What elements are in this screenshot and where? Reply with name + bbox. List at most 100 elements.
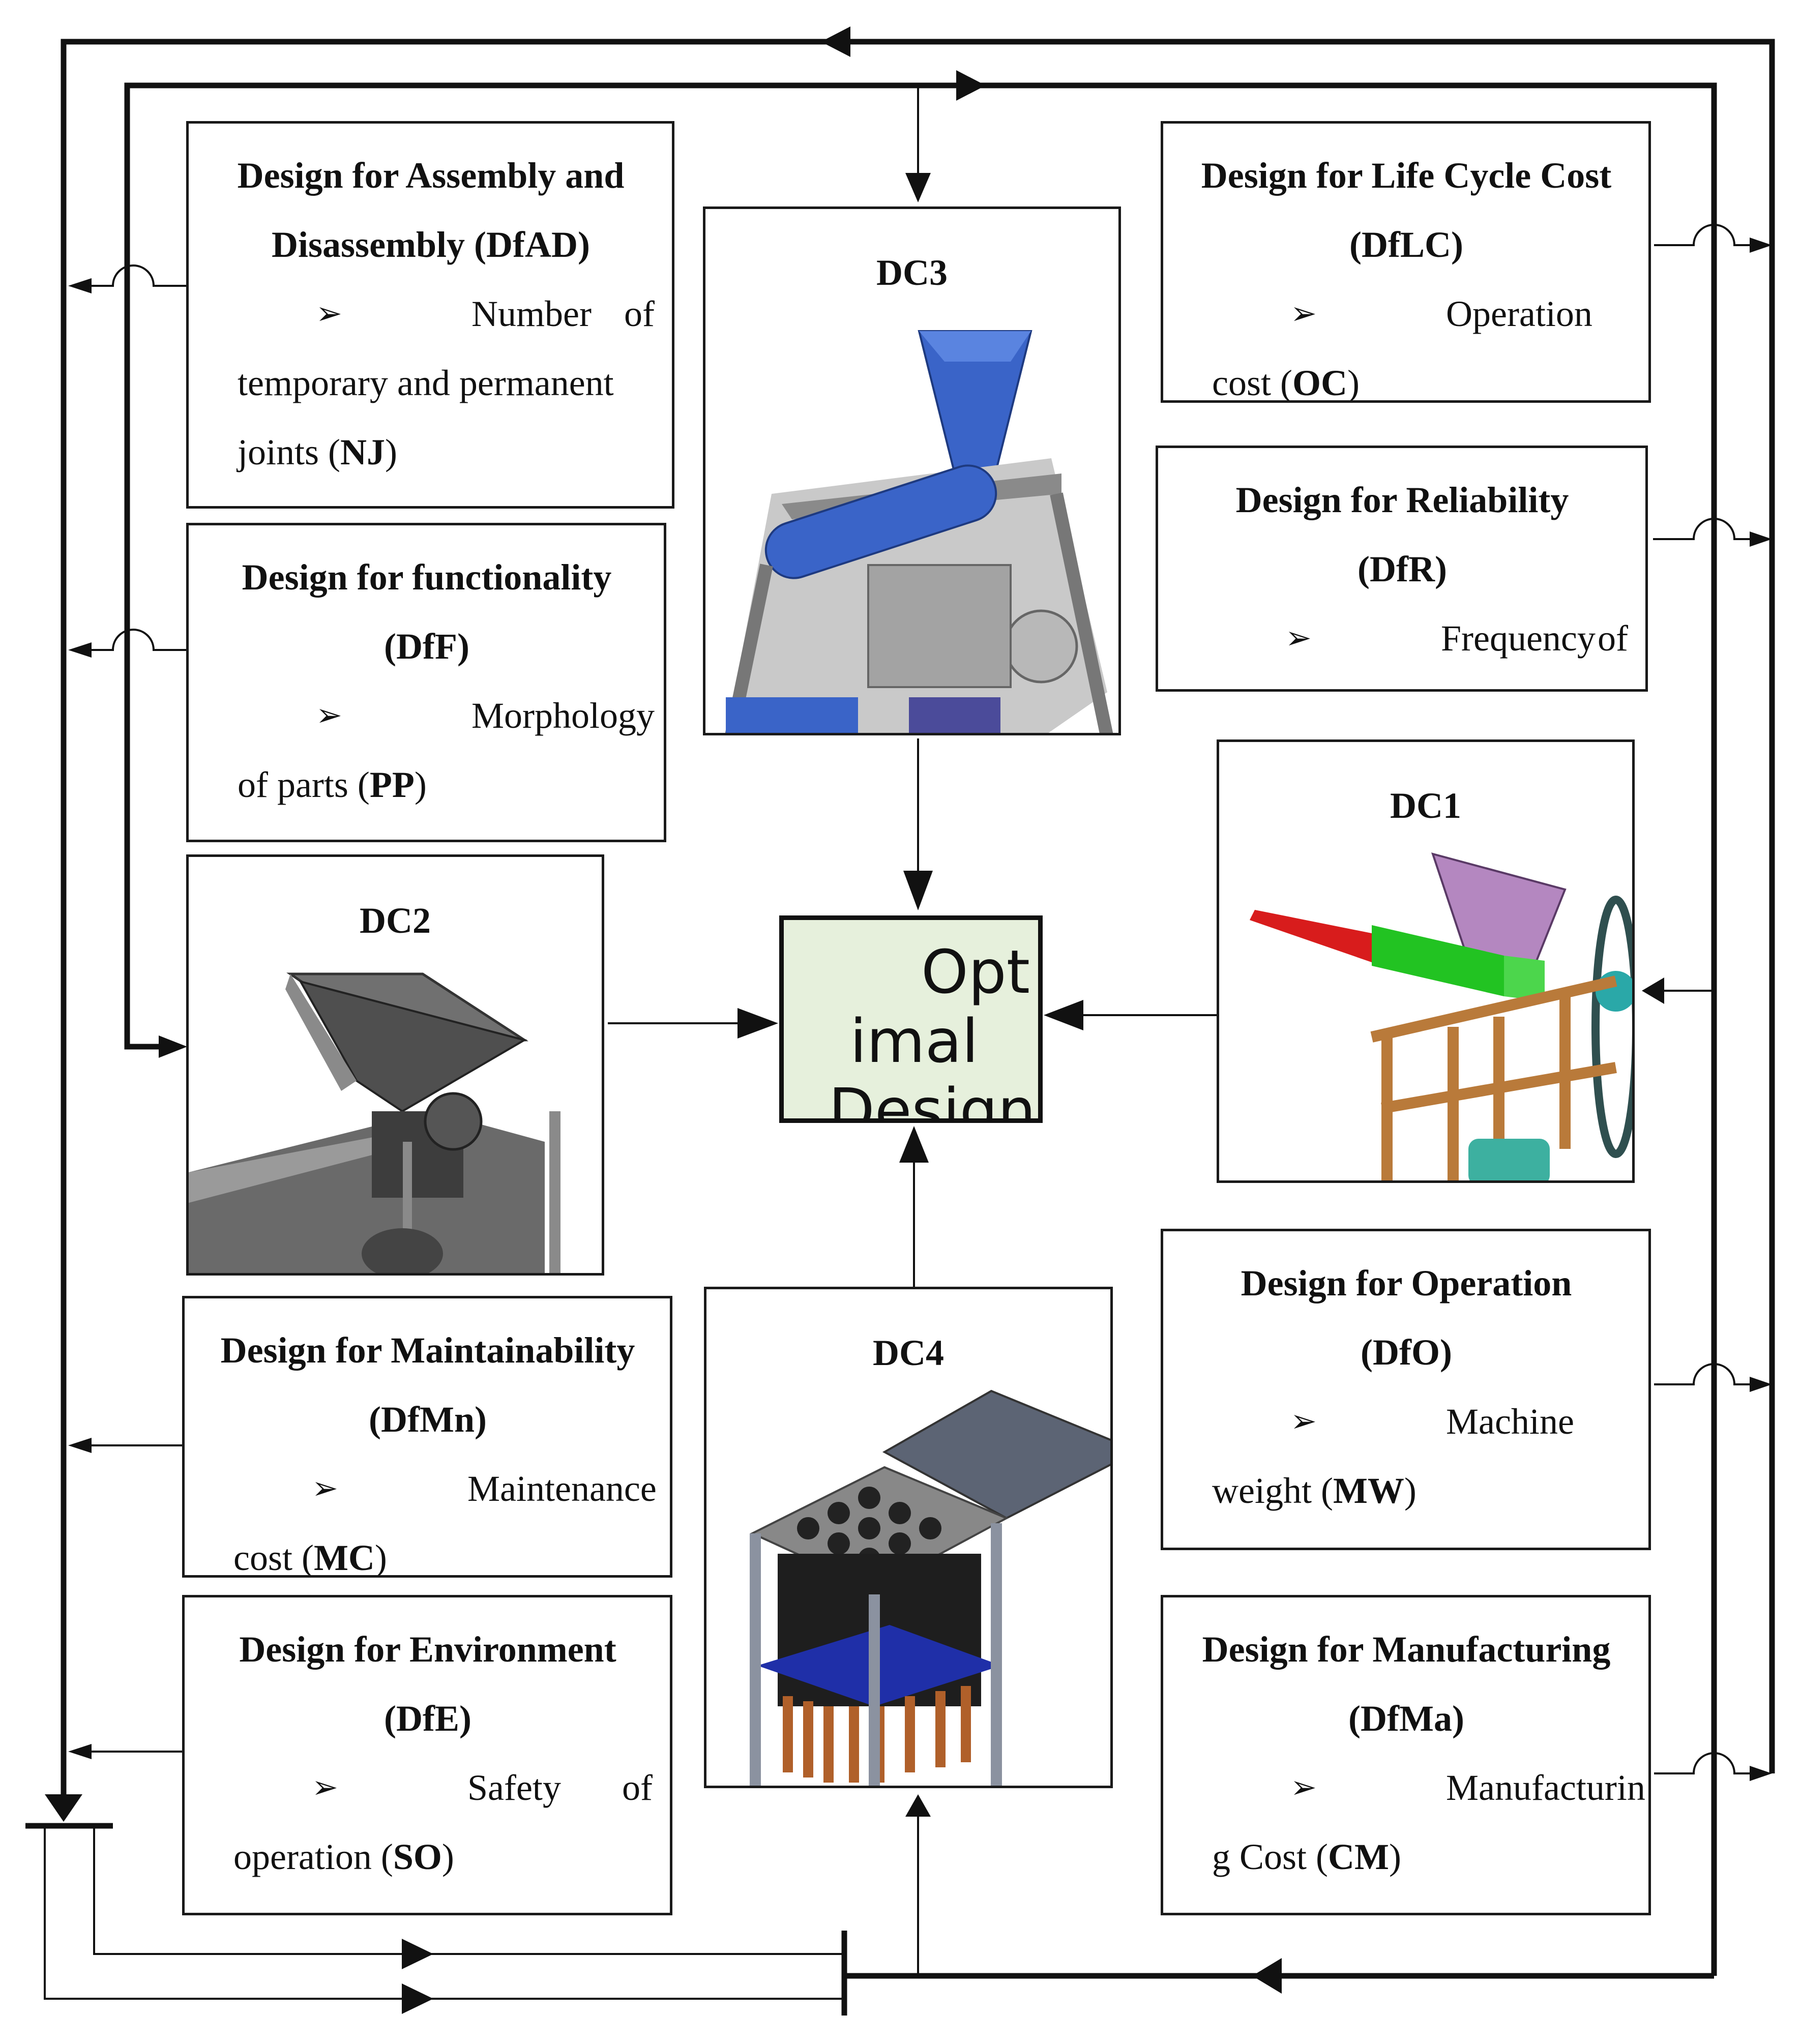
arrowhead-dfmn [68, 1438, 92, 1453]
optimal-text-line-2: imal [850, 1006, 979, 1076]
arrowhead-dfo [1750, 1377, 1772, 1392]
arrowhead-dfad [68, 278, 92, 293]
criterion-dfmn: Design for Maintainability (DfMn) ➢ Main… [182, 1296, 672, 1578]
criterion-dfo: Design for Operation (DfO) ➢ Machine wei… [1161, 1229, 1651, 1550]
arrowhead-dc3-optimal [903, 871, 933, 910]
arrowhead-dc2-optimal [737, 1008, 778, 1039]
criterion-metric: MC [313, 1537, 375, 1578]
arrowhead-bottom-1 [402, 1939, 433, 1969]
optimal-text-line-3: Design [829, 1075, 1036, 1123]
bullet-text-1: Number [471, 293, 592, 334]
criterion-dfad: Design for Assembly and Disassembly (DfA… [186, 121, 674, 509]
criterion-bullet: ➢ Safety of [233, 1753, 653, 1822]
criterion-title: Design for Assembly and [237, 155, 625, 196]
optimal-design-node: Opt imal Design [779, 915, 1043, 1123]
design-concept-dc2: DC2 [186, 854, 604, 1276]
bullet-arrow-icon: ➢ [1290, 1770, 1317, 1805]
criterion-metric: CM [1328, 1836, 1389, 1877]
criterion-dff: Design for functionality (DfF) ➢ Morphol… [186, 523, 666, 842]
criterion-dflc: Design for Life Cycle Cost (DfLC) ➢ Oper… [1161, 121, 1651, 403]
criterion-title: Design for Manufacturing [1202, 1629, 1611, 1670]
criterion-title: Design for Life Cycle Cost [1201, 155, 1612, 196]
criterion-code: (DfE) [384, 1698, 471, 1739]
criterion-dfma: Design for Manufacturing (DfMa) ➢ Manufa… [1161, 1595, 1651, 1915]
criterion-line-1: operation (SO) [233, 1836, 454, 1877]
criterion-code: (DfR) [1358, 549, 1447, 589]
arrowhead-dfma [1750, 1766, 1772, 1781]
criterion-line-2: joints (NJ) [238, 432, 397, 472]
criterion-bullet: ➢ Operation [1212, 279, 1631, 348]
arrowhead-dflc [1750, 238, 1772, 253]
bullet-arrow-icon: ➢ [1285, 621, 1312, 656]
bullet-text-1: Machine [1446, 1401, 1574, 1442]
criterion-title: Design for Maintainability [220, 1330, 635, 1371]
dc-label: DC1 [1390, 785, 1461, 826]
design-concept-dc3: DC3 [703, 206, 1121, 735]
link-dfad-left [71, 264, 187, 287]
criterion-title: Design for Reliability [1235, 480, 1569, 520]
bullet-arrow-icon: ➢ [312, 1471, 338, 1506]
criterion-code: (DfO) [1361, 1332, 1452, 1373]
dc3-machine-illustration [725, 330, 1113, 733]
criterion-line-1: temporary and permanent [238, 363, 614, 403]
bullet-arrow-icon: ➢ [1290, 297, 1317, 331]
criterion-code: (DfMn) [369, 1399, 487, 1440]
link-dflc-right [1654, 224, 1767, 246]
bullet-arrow-icon: ➢ [316, 297, 342, 331]
arrowhead-bottom-2 [402, 1983, 433, 2014]
criterion-dfe: Design for Environment (DfE) ➢ Safety of… [182, 1595, 672, 1915]
dc1-machine-illustration [1250, 852, 1632, 1180]
link-dfo-right [1654, 1363, 1767, 1385]
criterion-bullet: ➢ Morphology [238, 681, 655, 750]
arrowhead-bottom-left [1252, 1958, 1282, 1994]
criterion-bullet: ➢ Machine [1212, 1387, 1631, 1456]
criterion-title: Design for Environment [239, 1629, 616, 1670]
arrowhead-to-dc4 [905, 1794, 931, 1817]
criterion-metric: PP [369, 764, 415, 805]
criterion-line-1: of parts (PP) [238, 764, 427, 805]
arrowhead-inner-right [956, 70, 986, 101]
criterion-line-1: cost (OC) [1212, 363, 1360, 403]
criterion-code: Disassembly (DfAD) [272, 224, 590, 265]
criterion-metric: MW [1333, 1470, 1404, 1511]
bottom-feed-line-1 [93, 1826, 842, 1955]
link-dfr-right [1653, 518, 1767, 540]
link-dfma-right [1654, 1752, 1767, 1774]
dc4-machine-illustration [750, 1389, 1110, 1786]
criterion-metric: SO [393, 1836, 442, 1877]
bullet-text-1: Maintenance [467, 1468, 657, 1509]
link-dff-left [71, 629, 187, 651]
bullet-text-1: Manufacturin [1446, 1767, 1645, 1808]
bullet-arrow-icon: ➢ [1290, 1404, 1317, 1439]
bullet-text-2: of [624, 293, 655, 334]
arrowhead-dc1-optimal [1044, 1000, 1083, 1030]
arrowhead-left-down [45, 1794, 82, 1822]
criterion-metric: NJ [340, 432, 386, 472]
arrowhead-to-dc3 [905, 173, 931, 202]
outer-feedback-loop [61, 39, 1775, 1800]
dc-label: DC3 [876, 252, 948, 293]
criterion-metric: OC [1292, 363, 1347, 403]
criterion-bullet: ➢ Maintenance [233, 1454, 657, 1523]
bullet-arrow-icon: ➢ [316, 698, 342, 733]
arrowhead-dff [68, 642, 92, 658]
design-concept-dc1: DC1 [1217, 739, 1635, 1183]
criterion-code: (DfF) [384, 626, 469, 667]
criterion-code: (DfMa) [1348, 1698, 1464, 1739]
bottom-feed-line-2 [44, 1826, 842, 2000]
optimal-text-line-1: Opt [921, 937, 1030, 1007]
bullet-text-2: of [622, 1767, 653, 1808]
arrowhead-dfr [1750, 531, 1772, 547]
criterion-bullet: ➢ Manufacturin [1212, 1753, 1645, 1822]
criterion-dfr: Design for Reliability (DfR) ➢ Frequency… [1156, 446, 1648, 692]
arrowhead-dc4-optimal [899, 1126, 929, 1163]
criterion-title: Design for functionality [242, 557, 612, 598]
arrowhead-to-dc2 [159, 1035, 187, 1058]
criterion-bullet: ➢ Number of [238, 279, 655, 348]
design-concept-dc4: DC4 [704, 1287, 1113, 1788]
arrowhead-to-dc1 [1642, 977, 1664, 1004]
criterion-code: (DfLC) [1349, 224, 1463, 265]
dc2-machine-illustration [189, 972, 560, 1273]
criterion-title: Design for Operation [1241, 1263, 1572, 1304]
